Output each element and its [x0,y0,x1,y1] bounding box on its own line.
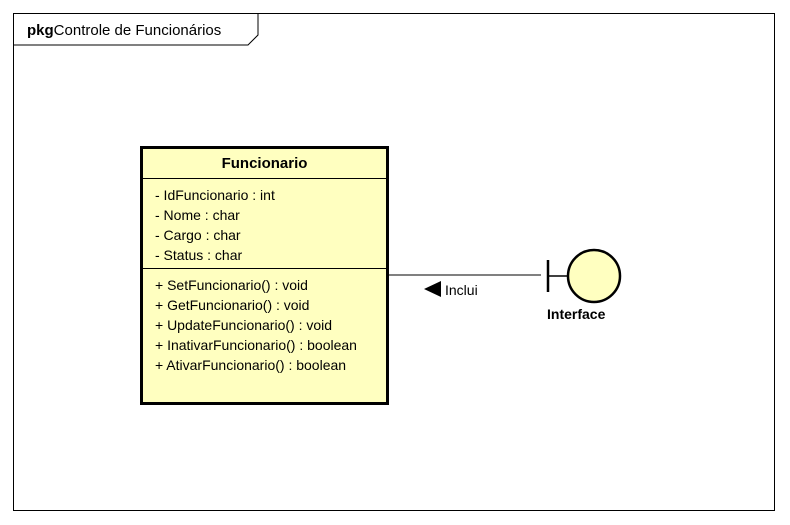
operation-ativar: + AtivarFuncionario() : boolean [155,357,347,373]
operation-set: + SetFuncionario() : void [155,277,308,293]
attribute-id: - IdFuncionario : int [155,187,275,203]
attribute-compartment: - IdFuncionario : int - Nome : char - Ca… [143,179,386,269]
class-name: Funcionario [143,149,386,179]
operation-compartment: + SetFuncionario() : void + GetFuncionar… [143,269,386,375]
attribute-status: - Status : char [155,247,243,263]
boundary-icon[interactable] [546,248,622,304]
boundary-name: Interface [547,306,606,322]
operation-update: + UpdateFuncionario() : void [155,317,333,333]
package-tab [13,13,259,46]
operation-get: + GetFuncionario() : void [155,297,310,313]
association-direction-arrow [424,281,441,297]
package-name: Controle de Funcionários [53,22,222,39]
package-frame [13,13,775,511]
attribute-cargo: - Cargo : char [155,227,241,243]
package-title: pkgControle de Funcionários [27,22,221,40]
operation-inativar: + InativarFuncionario() : boolean [155,337,357,353]
attribute-nome: - Nome : char [155,207,240,223]
class-funcionario[interactable]: Funcionario - IdFuncionario : int - Nome… [140,146,389,405]
package-keyword: pkg [27,22,54,39]
association-label: Inclui [445,282,478,298]
